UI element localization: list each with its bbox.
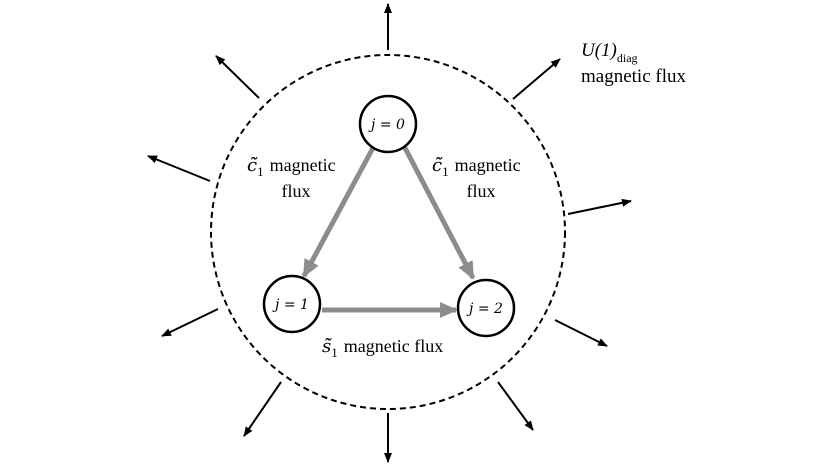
edge-label-left: c̃̃1 magnetic flux xyxy=(247,155,336,201)
edge-text: magnetic xyxy=(270,155,336,175)
node-label: j = 2 xyxy=(466,301,503,317)
flux-arrow xyxy=(497,381,534,431)
flux-arrow xyxy=(161,308,219,337)
boundary-circle xyxy=(210,54,566,410)
edge-symbol: c̃̃ xyxy=(247,155,258,176)
radial-flux-arrows xyxy=(147,3,632,463)
node-label: j = 1 xyxy=(272,297,309,313)
edge-text: magnetic xyxy=(455,155,521,175)
node-j2: j = 2 xyxy=(456,278,516,338)
edge-text-line2: flux xyxy=(282,181,311,201)
edge-arrows xyxy=(301,144,476,318)
outer-flux-label: U(1)diag magnetic flux xyxy=(581,40,686,87)
flux-arrow xyxy=(243,381,282,437)
edge-label-bottom: s̃̃1 magnetic flux xyxy=(322,336,443,360)
edge-text: magnetic flux xyxy=(344,336,443,356)
edge-subscript: 1 xyxy=(331,345,338,360)
edge-symbol: s̃̃ xyxy=(322,336,332,357)
edge-label-right: c̃̃1 magnetic flux xyxy=(432,155,521,201)
flux-arrow xyxy=(512,58,561,100)
svg-text:U(1)diag: U(1)diag xyxy=(581,40,638,65)
edge-j0-j1 xyxy=(301,144,377,278)
edge-text-line2: flux xyxy=(467,181,496,201)
outer-line2: magnetic flux xyxy=(581,66,686,87)
node-label: j = 0 xyxy=(368,117,405,133)
flux-arrow xyxy=(567,198,632,215)
edge-j0-j2 xyxy=(401,144,476,280)
flux-arrow xyxy=(215,55,260,99)
edge-symbol: c̃̃ xyxy=(432,155,443,176)
node-j0: j = 0 xyxy=(358,94,418,154)
edge-subscript: 1 xyxy=(257,164,264,179)
outer-subscript: diag xyxy=(617,51,638,65)
flux-arrow xyxy=(554,319,608,347)
node-j1: j = 1 xyxy=(262,274,322,334)
outer-symbol: U(1) xyxy=(581,40,617,61)
edge-subscript: 1 xyxy=(442,164,449,179)
flux-arrow xyxy=(147,155,211,182)
